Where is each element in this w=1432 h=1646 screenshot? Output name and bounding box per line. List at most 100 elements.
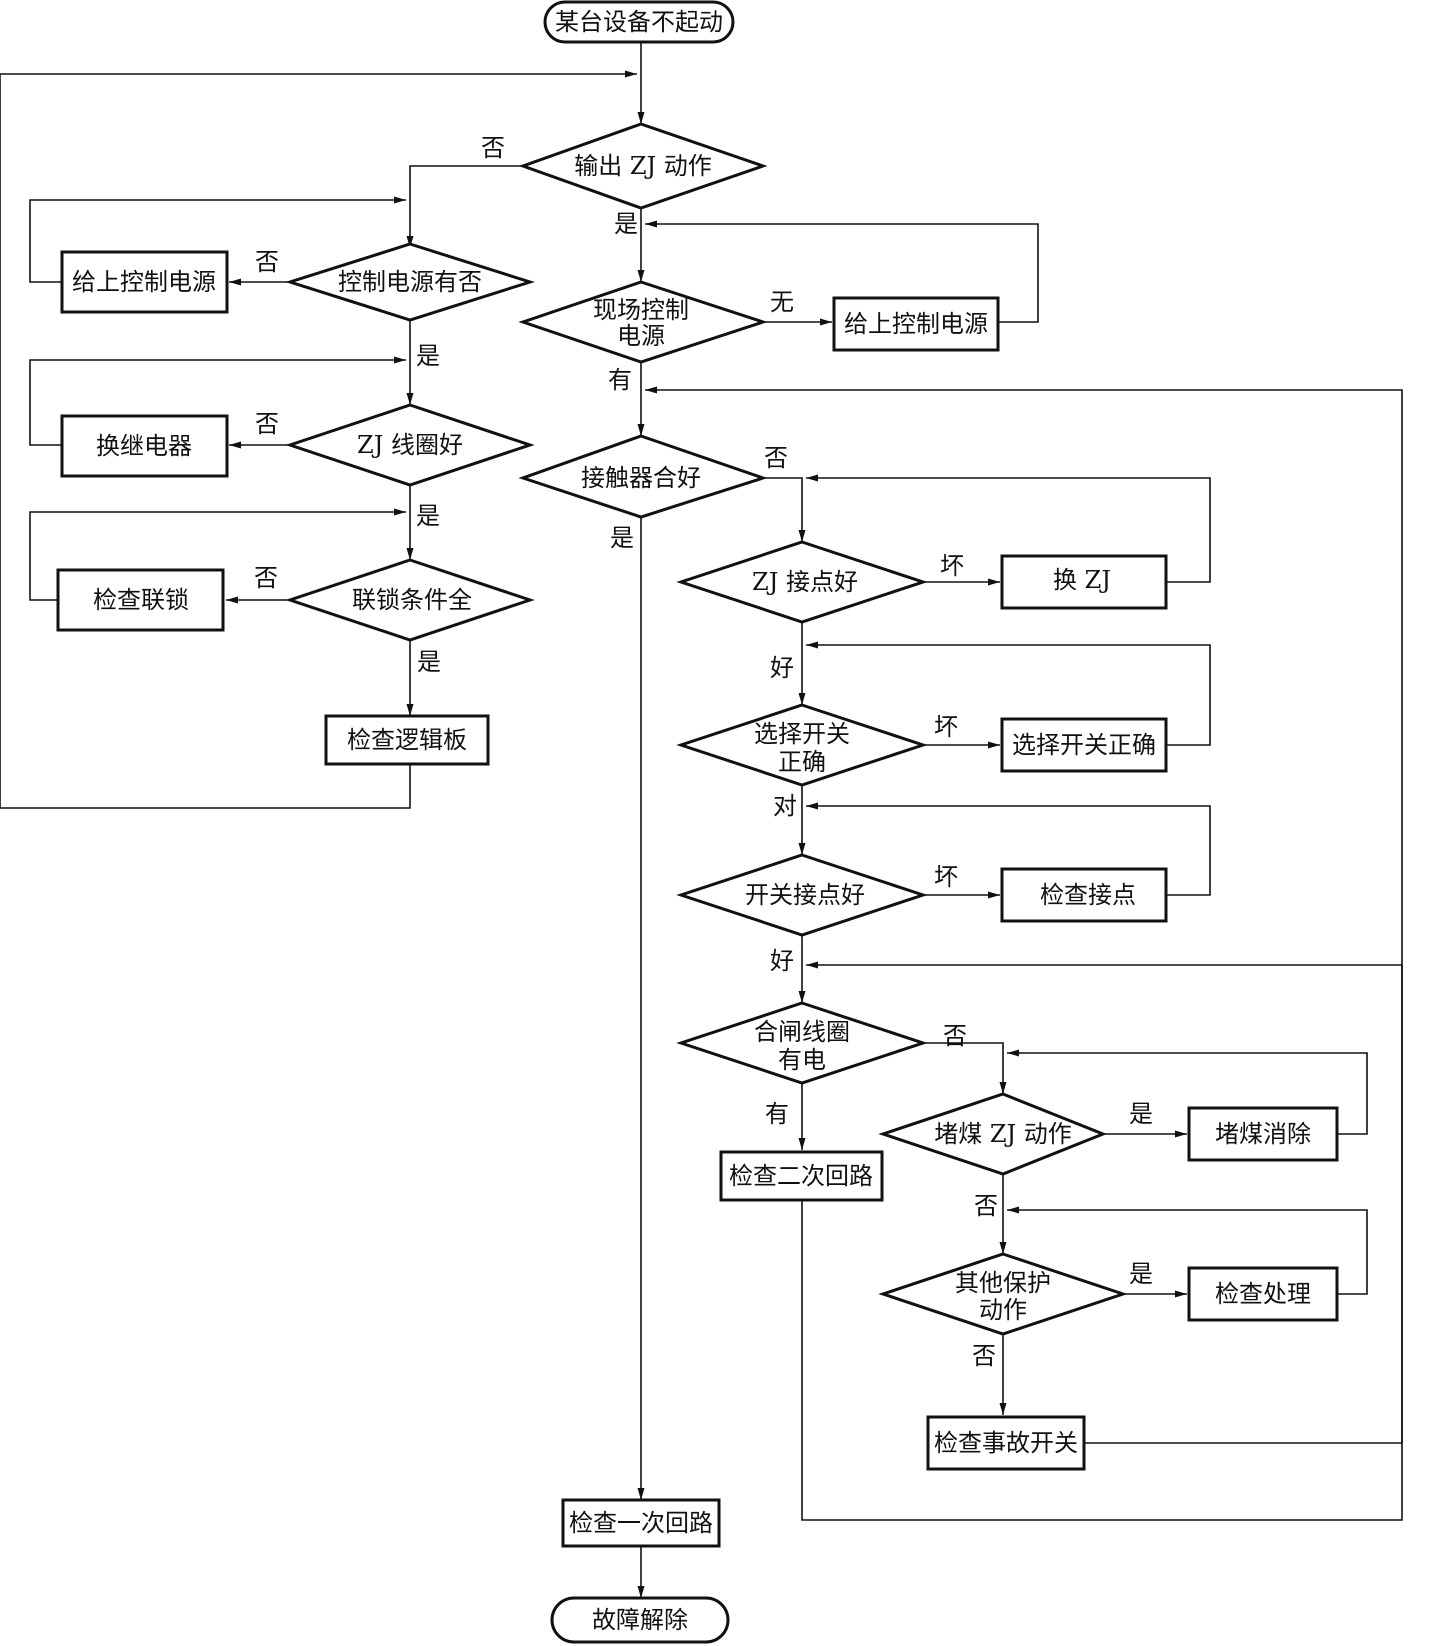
- decision-zj-coil: [285, 403, 535, 487]
- label-other-protect-no: 否: [972, 1342, 996, 1370]
- label-contactor-no: 否: [764, 444, 788, 472]
- label-interlock-no: 否: [254, 564, 278, 592]
- process-selector-ok-text: 选择开关正确: [1012, 731, 1156, 759]
- connector-check-interlock-loop: [29, 508, 406, 601]
- decision-site-power-text-line2: 电源: [617, 322, 665, 350]
- start-terminal: [543, 0, 735, 44]
- label-switch-contact-bad: 坏: [934, 863, 958, 891]
- label-output-yes: 是: [614, 210, 638, 238]
- node-texts: 某台设备不起动 输出 ZJ 动作 控制电源有否 给上控制电源 ZJ 线圈好 换继…: [72, 8, 1311, 1634]
- connector-secondary-loop: [645, 386, 1403, 1521]
- decision-zj-coil-text: ZJ 线圈好: [357, 431, 463, 459]
- process-check-contact-text: 检查接点: [1040, 881, 1136, 909]
- label-ctrl-power-yes: 是: [416, 342, 440, 370]
- process-give-power-right-text: 给上控制电源: [844, 310, 988, 338]
- decision-site-power-text-line1: 现场控制: [593, 296, 689, 324]
- label-selector-bad: 坏: [934, 713, 958, 741]
- decision-output-zj: [518, 122, 768, 210]
- process-check-logic: [324, 714, 490, 766]
- process-check-primary: [561, 1498, 721, 1548]
- process-check-secondary-text: 检查二次回路: [729, 1162, 873, 1190]
- terminals: [543, 0, 735, 1644]
- process-check-fault-switch-text: 检查事故开关: [934, 1429, 1078, 1457]
- decision-zj-contact-text: ZJ 接点好: [752, 568, 858, 596]
- process-check-handle: [1187, 1266, 1339, 1322]
- process-give-power-left-text: 给上控制电源: [72, 268, 216, 296]
- process-check-fault-switch: [926, 1415, 1086, 1471]
- process-give-power-left: [60, 250, 229, 314]
- process-clear-coal: [1187, 1106, 1339, 1162]
- decision-ctrl-power: [285, 242, 535, 322]
- connector-clear-coal-loop: [1007, 1049, 1368, 1135]
- decision-other-protect-text-line2: 动作: [979, 1296, 1027, 1324]
- process-clear-coal-text: 堵煤消除: [1215, 1120, 1311, 1148]
- decision-coal-block-text: 堵煤 ZJ 动作: [934, 1120, 1072, 1148]
- process-replace-relay: [60, 414, 229, 478]
- process-give-power-right: [832, 296, 1000, 352]
- label-site-power-none: 无: [770, 288, 794, 316]
- label-closing-coil-no: 否: [943, 1022, 967, 1050]
- decision-interlock-text: 联锁条件全: [352, 586, 472, 614]
- decision-contactor: [518, 434, 768, 519]
- process-check-contact: [1000, 867, 1168, 923]
- label-switch-contact-good: 好: [770, 947, 794, 975]
- end-text: 故障解除: [592, 1606, 688, 1634]
- connector-selector-ok-loop: [806, 641, 1211, 746]
- connector-replace-relay-loop: [29, 356, 406, 446]
- decision-closing-coil-text-line1: 合闸线圈: [754, 1018, 850, 1046]
- decision-ctrl-power-text: 控制电源有否: [338, 268, 482, 296]
- connector-replace-zj-loop: [806, 474, 1211, 583]
- label-contactor-yes: 是: [610, 524, 634, 552]
- decision-closing-coil-text-line2: 有电: [778, 1046, 826, 1074]
- process-selector-ok: [1000, 717, 1168, 773]
- label-other-protect-yes: 是: [1129, 1260, 1153, 1288]
- process-replace-relay-text: 换继电器: [96, 432, 192, 460]
- processes: [56, 250, 1339, 1548]
- connector-give-power-right-loop: [645, 220, 1039, 323]
- label-output-no: 否: [481, 134, 505, 162]
- connector-output-no: [406, 165, 523, 248]
- decision-site-power: [518, 280, 768, 364]
- process-check-interlock-text: 检查联锁: [93, 586, 189, 614]
- connector-fault-switch-loop: [806, 961, 1403, 1444]
- connector-check-contact-loop: [806, 802, 1211, 896]
- start-text: 某台设备不起动: [555, 8, 723, 36]
- label-coal-block-no: 否: [974, 1192, 998, 1220]
- label-site-power-has: 有: [608, 366, 632, 394]
- decision-closing-coil: [676, 1001, 928, 1085]
- connector-contactor-no: [763, 477, 806, 542]
- connectors: [0, 42, 1403, 1598]
- decision-coal-block: [878, 1092, 1108, 1176]
- process-replace-zj: [1000, 554, 1168, 610]
- decision-output-zj-text: 输出 ZJ 动作: [574, 152, 712, 180]
- label-selector-right: 对: [773, 792, 797, 820]
- decision-other-protect: [878, 1252, 1128, 1336]
- decision-switch-contact-text: 开关接点好: [745, 881, 865, 909]
- process-replace-zj-text: 换 ZJ: [1053, 566, 1111, 594]
- decision-zj-contact: [676, 540, 928, 624]
- decision-selector: [676, 703, 928, 787]
- decision-interlock: [285, 558, 535, 642]
- decisions: [285, 122, 1128, 1336]
- process-check-secondary: [719, 1150, 884, 1202]
- label-zj-contact-bad: 坏: [940, 552, 964, 580]
- label-ctrl-power-no: 否: [255, 248, 279, 276]
- branch-labels: 否 是 否 是 否 是 否 是 无 有 否 是 坏 好 坏 对 坏 好 否 有 …: [254, 134, 1153, 1370]
- connector-logic-loop: [0, 70, 637, 809]
- decision-contactor-text: 接触器合好: [581, 464, 701, 492]
- connector-closing-no: [923, 1042, 1007, 1094]
- label-zj-contact-good: 好: [770, 654, 794, 682]
- decision-other-protect-text-line1: 其他保护: [955, 1269, 1051, 1297]
- label-closing-coil-has: 有: [765, 1100, 789, 1128]
- label-coal-block-yes: 是: [1129, 1100, 1153, 1128]
- process-check-logic-text: 检查逻辑板: [347, 726, 467, 754]
- label-zj-coil-yes: 是: [416, 502, 440, 530]
- connector-check-handle-loop: [1007, 1206, 1368, 1295]
- process-check-primary-text: 检查一次回路: [569, 1509, 713, 1537]
- process-check-handle-text: 检查处理: [1215, 1280, 1311, 1308]
- end-terminal: [550, 1596, 730, 1644]
- connector-give-power-left-loop: [29, 196, 406, 283]
- process-check-interlock: [56, 568, 225, 632]
- decision-selector-text-line1: 选择开关: [754, 720, 850, 748]
